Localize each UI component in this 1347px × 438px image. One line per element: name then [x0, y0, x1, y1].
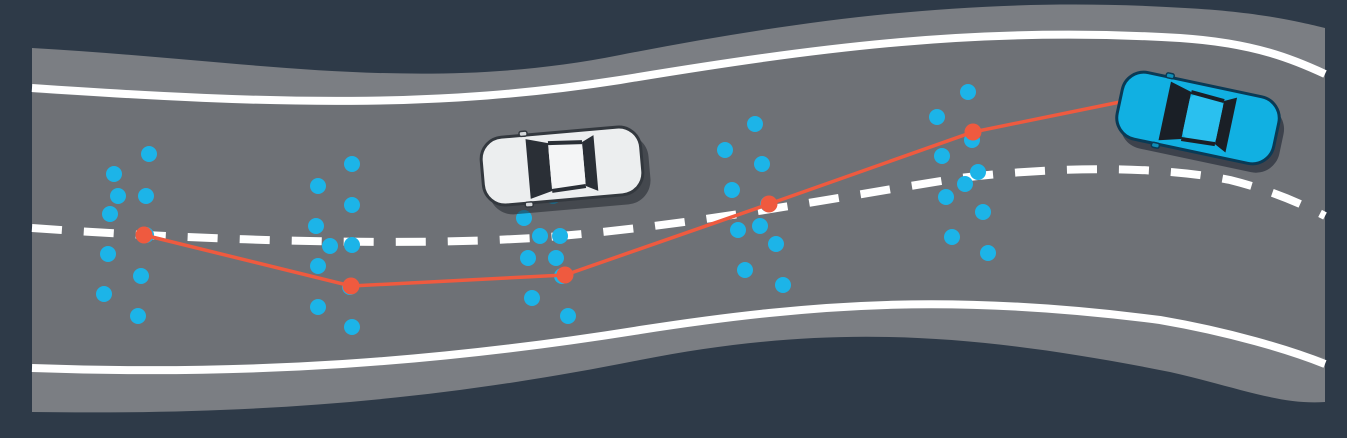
sample-point: [944, 229, 960, 245]
trajectory-waypoint: [964, 123, 982, 141]
trajectory-waypoint: [760, 195, 778, 213]
sample-point: [768, 236, 784, 252]
other-vehicle: [479, 125, 651, 215]
top-edge-line: [31, 30, 1327, 105]
sample-point: [938, 189, 954, 205]
sample-point: [980, 245, 996, 261]
sample-point: [970, 164, 986, 180]
sample-point: [130, 308, 146, 324]
sample-point: [532, 228, 548, 244]
sample-point: [102, 206, 118, 222]
ego-vehicle: [1115, 70, 1285, 173]
sample-point: [520, 250, 536, 266]
sample-point: [730, 222, 746, 238]
sample-point: [133, 268, 149, 284]
sample-point: [957, 176, 973, 192]
sample-point: [524, 290, 540, 306]
sample-point: [960, 84, 976, 100]
sample-point: [344, 237, 360, 253]
sample-point: [322, 238, 338, 254]
sample-point: [737, 262, 753, 278]
sample-point: [141, 146, 157, 162]
trajectory-waypoint: [556, 266, 574, 284]
planned-trajectory-line: [143, 99, 1126, 288]
sample-point: [516, 210, 532, 226]
sample-point: [724, 182, 740, 198]
sample-point: [754, 156, 770, 172]
sample-point: [344, 156, 360, 172]
sample-point: [929, 109, 945, 125]
sample-point: [548, 250, 564, 266]
sample-point: [96, 286, 112, 302]
sample-point: [747, 116, 763, 132]
sample-point: [138, 188, 154, 204]
sample-point: [310, 258, 326, 274]
sample-point: [560, 308, 576, 324]
sample-point: [717, 142, 733, 158]
sample-point: [934, 148, 950, 164]
sample-point: [310, 299, 326, 315]
trajectory-waypoint: [135, 226, 153, 244]
trajectory-waypoints: [135, 123, 982, 295]
center-dashed-line: [31, 165, 1327, 246]
sample-point: [344, 319, 360, 335]
sample-point: [106, 166, 122, 182]
sample-point: [344, 197, 360, 213]
sample-point: [775, 277, 791, 293]
sample-point: [752, 218, 768, 234]
sample-point: [100, 246, 116, 262]
sample-point: [975, 204, 991, 220]
trajectory-waypoint: [342, 277, 360, 295]
sample-point: [110, 188, 126, 204]
sample-point: [310, 178, 326, 194]
bottom-edge-line: [31, 300, 1327, 375]
sample-point: [552, 228, 568, 244]
sample-point: [308, 218, 324, 234]
